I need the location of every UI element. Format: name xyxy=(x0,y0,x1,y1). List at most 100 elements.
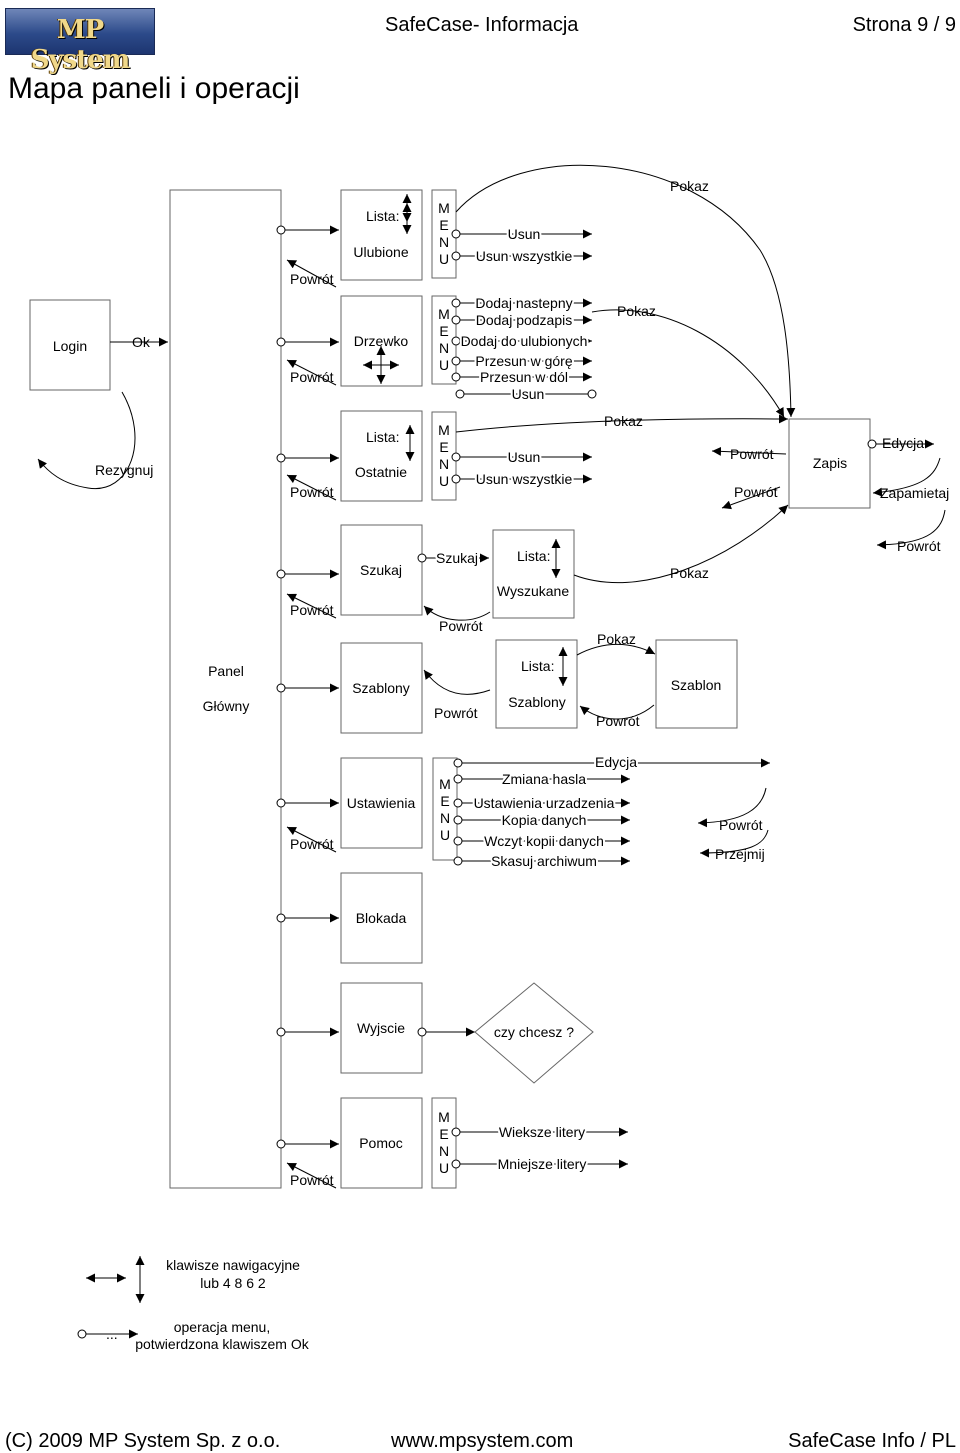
blokada-label: Blokada xyxy=(356,910,407,926)
blokada-box xyxy=(340,872,423,964)
ulubione-usun: Usun xyxy=(508,226,541,242)
drzewko-item: Dodaj nastepny xyxy=(475,295,572,311)
legend-menu-line1: operacja menu, xyxy=(174,1319,271,1335)
szablon-powrot-arrow xyxy=(579,704,655,720)
zapis-box xyxy=(788,418,871,509)
ok-label: Ok xyxy=(132,334,151,350)
menu-letter: E xyxy=(439,1126,448,1142)
drzewko-item: Dodaj do ulubionych xyxy=(461,333,588,349)
pomoc-label: Pomoc xyxy=(359,1135,403,1151)
page-number: Strona 9 / 9 xyxy=(852,14,956,36)
panel-connectors xyxy=(276,225,339,1149)
menu-letter: E xyxy=(439,439,448,455)
zapis-powrot3-label: Powrót xyxy=(897,538,941,554)
czy-chcesz-diamond xyxy=(474,982,594,1084)
rezygnuj-label: Rezygnuj xyxy=(95,462,153,478)
szablony-label: Szablony xyxy=(352,680,410,696)
ostatnie-lista-label: Lista: xyxy=(366,429,399,445)
drzewko-menu-items xyxy=(451,298,597,399)
wyjscie-box xyxy=(340,982,423,1074)
ostatnie-pokaz-label: Pokaz xyxy=(604,413,643,429)
ostatnie-pokaz-arrow xyxy=(455,414,789,433)
zapamietaj-arrow xyxy=(872,457,941,497)
drzewko-label: Drzewko xyxy=(354,333,409,349)
wyszukane-pokaz-arrow xyxy=(573,504,789,584)
ostatnie-label: Ostatnie xyxy=(355,464,407,480)
ustawienia-item: Zmiana hasla xyxy=(502,771,586,787)
ustawienia-item: Wczyt kopii danych xyxy=(484,833,604,849)
menu-letter: E xyxy=(440,793,449,809)
legend-nav-line2: lub 4 8 6 2 xyxy=(200,1275,266,1291)
edycja-dot xyxy=(867,439,877,449)
ulubione-pokaz-arrow xyxy=(455,164,796,418)
ostatnie-usun-wszystkie: Usun wszystkie xyxy=(476,471,573,487)
ustawienia-edycja: Edycja xyxy=(595,754,637,770)
szablony-list-label: Szablony xyxy=(508,694,566,710)
ulubione-label: Ulubione xyxy=(353,244,408,260)
ulubione-usun-wszystkie: Usun wszystkie xyxy=(476,248,573,264)
drzewko-item: Usun xyxy=(512,386,545,402)
company-logo: MP System xyxy=(5,8,155,75)
login-box xyxy=(29,299,111,391)
powrot-szukaj: Powrót xyxy=(290,602,334,618)
zapis-powrot3-arrow xyxy=(876,509,946,550)
powrot-pomoc: Powrót xyxy=(290,1172,334,1188)
szablony-powrot-arrow xyxy=(423,669,491,695)
panel-glowny-box xyxy=(169,189,282,1189)
menu-letter: M xyxy=(438,422,450,438)
szukaj-label: Szukaj xyxy=(360,562,402,578)
menu-letter: N xyxy=(439,340,449,356)
ustawienia-item: Ustawienia urzadzenia xyxy=(474,795,615,811)
powrot-drzewko: Powrót xyxy=(290,369,334,385)
menu-letter: N xyxy=(439,1143,449,1159)
drzewko-item: Przesun w górę xyxy=(475,353,572,369)
wyszukane-powrot-arrow xyxy=(423,605,491,621)
zapis-powrot2-arrow xyxy=(721,486,781,510)
szablony-box xyxy=(340,642,423,734)
ustawienia-powrot-arrow xyxy=(697,787,767,828)
menu-letter: M xyxy=(438,306,450,322)
legend-dots: ... xyxy=(106,1326,118,1342)
wyszukane-powrot-label: Powrót xyxy=(439,618,483,634)
drzewko-item: Dodaj podzapis xyxy=(476,312,573,328)
ulubione-box xyxy=(340,189,423,281)
footer-url[interactable]: www.mpsystem.com xyxy=(391,1430,574,1452)
szablony-lista-label: Lista: xyxy=(521,658,554,674)
menu-letter: N xyxy=(439,456,449,472)
menu-letter: M xyxy=(439,776,451,792)
powrot-back-arrows xyxy=(286,259,337,1189)
ulubione-pokaz-label: Pokaz xyxy=(670,178,709,194)
drzewko-item: Przesun w dól xyxy=(480,369,568,385)
menu-letter: N xyxy=(439,234,449,250)
powrot-ostatnie: Powrót xyxy=(290,484,334,500)
szablon-pokaz-label: Pokaz xyxy=(597,631,636,647)
drzewko-pokaz-arrow xyxy=(591,309,785,418)
menu-letter: U xyxy=(439,357,449,373)
header-title: SafeCase- Informacja xyxy=(385,14,579,36)
legend-menu-line2: potwierdzona klawiszem Ok xyxy=(135,1336,310,1352)
drzewko-nav-arrows-icon xyxy=(363,346,399,384)
ulubione-menu-items xyxy=(451,229,592,261)
login-label: Login xyxy=(53,338,87,354)
szablon-powrot-label: Powrót xyxy=(596,713,640,729)
przejmij-label: Przejmij xyxy=(715,846,765,862)
drzewko-pokaz-label: Pokaz xyxy=(617,303,656,319)
menu-letter: U xyxy=(439,473,449,489)
wyszukane-lista-label: Lista: xyxy=(517,548,550,564)
menu-letter: M xyxy=(438,200,450,216)
wyszukane-label: Wyszukane xyxy=(497,583,569,599)
szablon-box xyxy=(655,639,738,729)
czy-chcesz-label: czy chcesz ? xyxy=(494,1024,574,1040)
ustawienia-item: Skasuj archiwum xyxy=(491,853,597,869)
szablony-powrot-label: Powrót xyxy=(434,705,478,721)
zapis-label: Zapis xyxy=(813,455,847,471)
szablony-list-box xyxy=(495,639,578,729)
pomoc-menu-box xyxy=(431,1097,457,1189)
szablon-label: Szablon xyxy=(671,677,722,693)
przejmij-arrow xyxy=(699,829,769,858)
wyjscie-label: Wyjscie xyxy=(357,1020,405,1036)
ostatnie-usun: Usun xyxy=(508,449,541,465)
ustawienia-label: Ustawienia xyxy=(347,795,416,811)
panel-glowny-label-1: Panel xyxy=(208,663,244,679)
